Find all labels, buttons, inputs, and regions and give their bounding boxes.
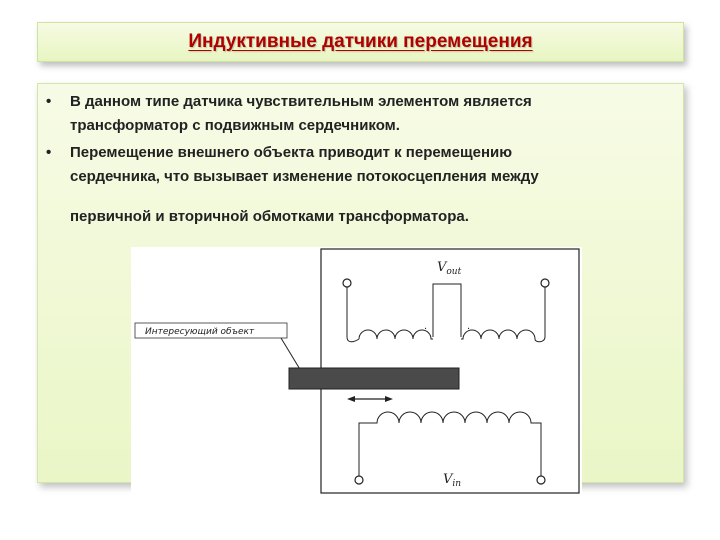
bullet-1-line-1: В данном типе датчика чувствительным эле… (70, 93, 532, 110)
terminal-bottom-left (354, 475, 364, 485)
movement-arrow-left (347, 396, 355, 402)
primary-coil (358, 411, 542, 477)
bullet-dot: • (46, 93, 52, 110)
slide-title: Индуктивные датчики перемещения (188, 31, 533, 52)
dot-marker-left: . (424, 320, 427, 332)
object-pointer-line (280, 337, 302, 372)
vin-label: Vin (443, 472, 461, 489)
movement-arrow-right (385, 396, 393, 402)
secondary-left-lead (346, 287, 360, 343)
vout-notch (432, 283, 462, 287)
bullet-item-2: • Перемещение внешнего объекта приводит … (46, 141, 630, 229)
dot-marker-right: . (467, 320, 470, 332)
object-label-box (134, 322, 288, 339)
vout-label: Vout (437, 260, 462, 277)
secondary-left-coil (358, 329, 433, 340)
object-label: Интересующий объект (145, 327, 255, 337)
transformer-diagram-svg: Vout . . Интересующий объект Vin (134, 248, 580, 494)
bullet-2-line-1: Перемещение внешнего объекта приводит к … (70, 144, 513, 161)
bullet-2-line-3: первичной и вторичной обмотками трансфор… (70, 208, 469, 225)
bullet-item-1: • В данном типе датчика чувствительным э… (46, 90, 630, 138)
secondary-right-coil (461, 287, 546, 343)
bullet-dot: • (46, 144, 52, 161)
transformer-diagram: Vout . . Интересующий объект Vin (131, 247, 582, 495)
terminal-top-right (540, 278, 550, 288)
terminal-top-left (342, 278, 352, 288)
slide-title-box: Индуктивные датчики перемещения (37, 22, 684, 62)
bullet-1-line-2: трансформатор с подвижным сердечником. (70, 117, 400, 134)
terminal-bottom-right (536, 475, 546, 485)
movable-core (288, 367, 460, 390)
bullet-2-line-2: сердечника, что вызывает изменение поток… (70, 168, 539, 185)
